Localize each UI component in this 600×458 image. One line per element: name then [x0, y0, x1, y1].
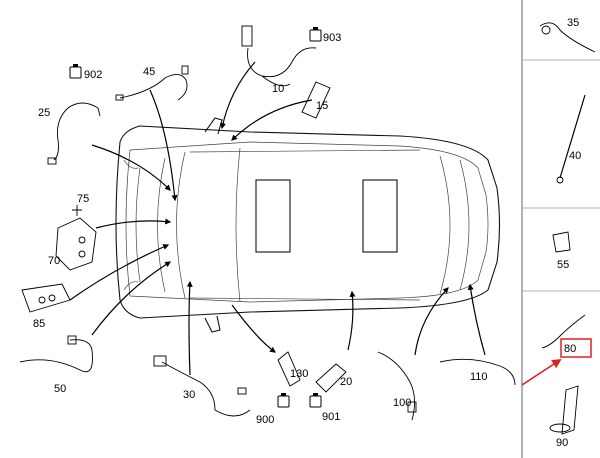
callout-100: 100 — [393, 397, 411, 409]
callout-90: 90 — [556, 437, 568, 449]
part-20-strip — [315, 363, 347, 393]
connector-icon — [69, 64, 82, 79]
callout-70: 70 — [48, 255, 60, 267]
callout-25: 25 — [38, 107, 50, 119]
part-70-module — [55, 217, 97, 271]
highlight-80 — [521, 338, 592, 386]
part-40-antenna — [556, 94, 586, 184]
part-35-harness — [539, 22, 596, 53]
callout-900: 900 — [256, 414, 274, 426]
part-85-remote — [21, 283, 71, 313]
vehicle-top-view — [115, 117, 501, 333]
sidebar-panel — [521, 0, 600, 458]
callout-902: 902 — [84, 69, 102, 81]
callout-75: 75 — [77, 193, 89, 205]
part-25-harness — [47, 102, 101, 165]
callout-110: 110 — [470, 371, 488, 383]
callout-45: 45 — [143, 66, 155, 78]
callout-50: 50 — [54, 383, 66, 395]
part-10-harness — [241, 25, 317, 87]
callout-20: 20 — [340, 376, 352, 388]
part-100-harness — [377, 351, 417, 421]
callout-15: 15 — [316, 100, 328, 112]
connector-icon — [309, 27, 322, 42]
leader-arrows — [69, 61, 486, 376]
part-90-bracket — [549, 385, 579, 435]
part-110-harness — [439, 358, 516, 386]
callout-80: 80 — [564, 343, 576, 355]
part-45-harness — [115, 65, 189, 101]
callout-10: 10 — [272, 83, 284, 95]
part-55-clip — [552, 231, 571, 253]
callout-30: 30 — [183, 389, 195, 401]
part-75-screw — [72, 205, 82, 216]
part-50-harness — [19, 335, 93, 373]
part-80-harness — [541, 314, 586, 349]
part-130-strip — [277, 351, 301, 387]
callout-901: 901 — [322, 411, 340, 423]
callout-903: 903 — [323, 32, 341, 44]
part-30-harness — [153, 355, 251, 417]
callout-35: 35 — [567, 17, 579, 29]
callout-55: 55 — [557, 259, 569, 271]
callout-85: 85 — [33, 318, 45, 330]
part-15-strip — [301, 81, 331, 119]
callout-40: 40 — [569, 150, 581, 162]
callout-130: 130 — [290, 368, 308, 380]
connector-icon — [277, 393, 290, 408]
connector-icon — [309, 393, 322, 408]
